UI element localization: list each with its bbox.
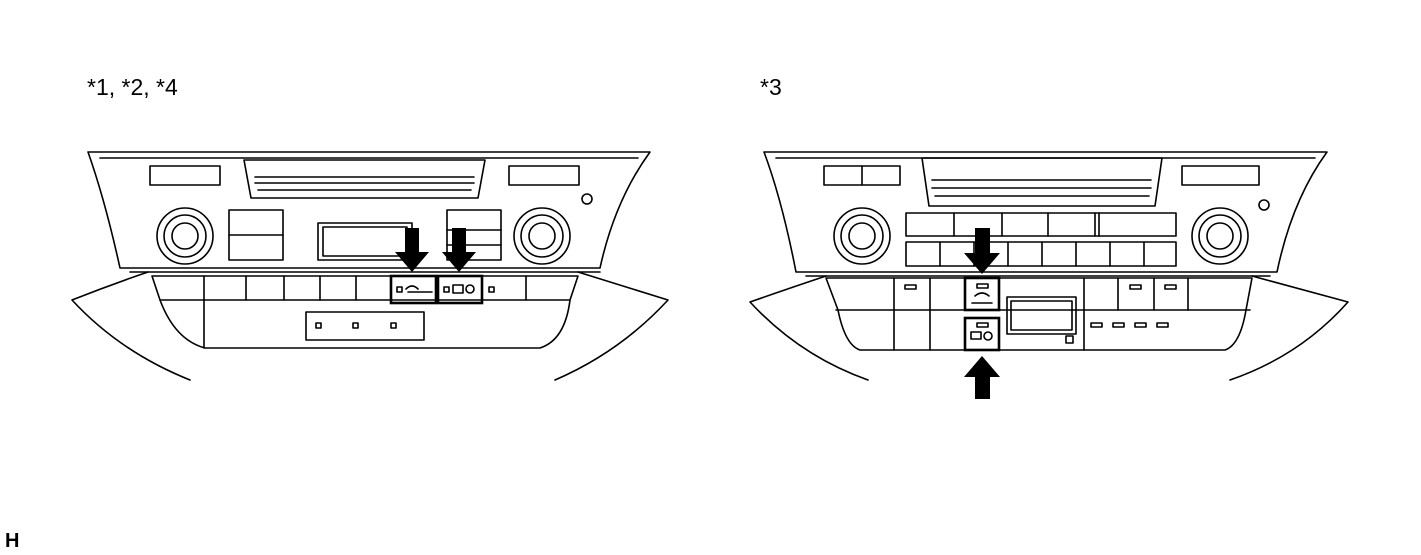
button-row	[905, 212, 1177, 237]
knob-right	[1191, 207, 1249, 265]
rear-defogger-switch	[436, 274, 484, 305]
lower-housing-left	[71, 271, 191, 381]
seat-button-block	[305, 311, 425, 341]
control-panel-right	[749, 151, 1349, 399]
button-block	[446, 209, 502, 261]
indicator-arrow	[442, 228, 476, 272]
vent-slot	[508, 165, 580, 186]
panel-bezel-left	[87, 151, 651, 269]
knob-right	[513, 207, 571, 265]
front-defogger-switch	[963, 276, 1001, 312]
knob-left	[156, 207, 214, 265]
screw-hole	[581, 193, 593, 205]
lower-tray	[159, 299, 571, 349]
knob-left	[833, 207, 891, 265]
variant-label-right: *3	[760, 74, 782, 100]
vent-slot	[149, 165, 221, 186]
front-defogger-switch	[389, 274, 438, 305]
variant-label-left: *1, *2, *4	[87, 74, 178, 100]
lower-button-area	[825, 277, 1253, 351]
cd-slot	[921, 157, 1163, 207]
rear-defogger-switch	[963, 316, 1001, 352]
cd-slot	[243, 159, 486, 199]
control-panel-left	[71, 151, 669, 381]
indicator-arrow	[964, 228, 1000, 274]
corner-mark: H	[5, 530, 20, 552]
lower-housing-right	[749, 275, 869, 381]
panel-bezel-right	[763, 151, 1328, 273]
button-row	[905, 241, 1177, 267]
vent-slot	[1181, 165, 1260, 186]
indicator-arrow	[964, 356, 1000, 399]
indicator-arrow	[395, 228, 429, 272]
screw-hole	[1258, 199, 1270, 211]
display-window	[1006, 296, 1077, 335]
button-row	[151, 275, 579, 301]
